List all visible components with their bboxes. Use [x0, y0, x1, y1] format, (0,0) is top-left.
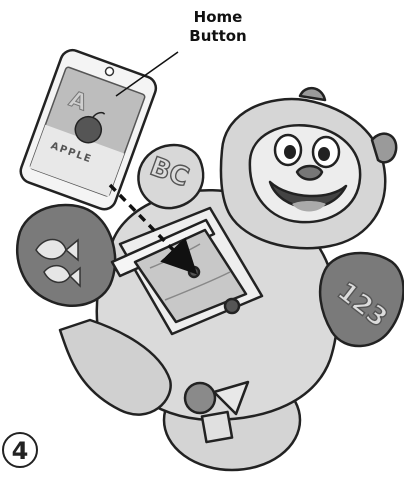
shape-square: [202, 412, 232, 442]
step-number-badge: 4: [2, 432, 38, 468]
smartphone: [17, 47, 159, 213]
home-button-target: [189, 267, 199, 277]
home-button-callout: Home Button: [178, 8, 258, 46]
shape-circle: [185, 383, 215, 413]
callout-line-2: Button: [178, 27, 258, 46]
holder-lock-knob: [225, 299, 239, 313]
callout-line-1: Home: [178, 8, 258, 27]
toy-nose: [297, 166, 322, 180]
toy-ear-top: [300, 88, 325, 100]
toy-left-arm: [17, 205, 115, 306]
